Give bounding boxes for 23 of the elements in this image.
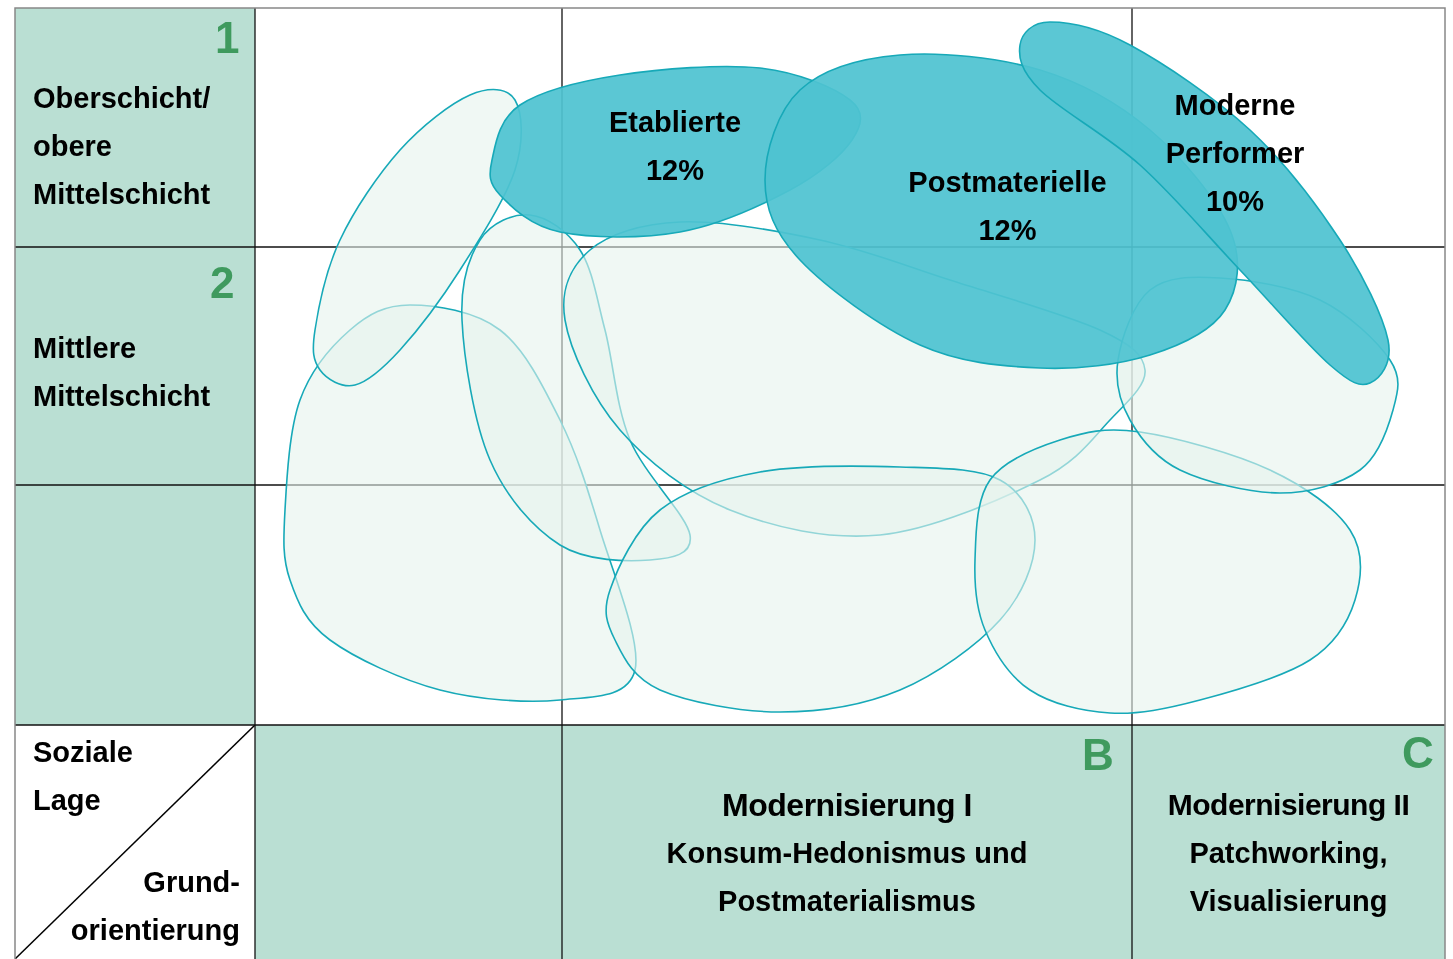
row-heading: Mittlere Mittelschicht [33, 331, 212, 414]
percentage: 10% [1204, 184, 1265, 219]
background-letter: 2 [210, 261, 235, 305]
axis-title: Grund- orientierung [69, 865, 240, 948]
milieu-name: Postmaterielle [907, 165, 1108, 200]
row-heading: Oberschicht/ obere Mittelschicht [33, 81, 212, 212]
background-letter: C [1402, 731, 1434, 775]
background-letter: 1 [215, 16, 240, 60]
row-header-cell [15, 485, 255, 725]
percentage: 12% [977, 213, 1038, 248]
percentage: 12% [644, 153, 705, 188]
column-header-cell [1132, 725, 1445, 959]
row-header-cell [15, 247, 255, 485]
background-letter: B [1082, 733, 1114, 777]
column-header-cell [562, 725, 1132, 959]
column-heading: Modernisierung I [721, 786, 973, 825]
column-subheading: Patchworking, Visualisierung [1188, 836, 1389, 919]
column-subheading: Konsum-Hedonismus und Postmaterialismus [665, 836, 1029, 919]
column-heading: Modernisierung II [1166, 787, 1411, 823]
axis-title: Soziale Lage [33, 735, 134, 818]
column-header-cell [255, 725, 562, 959]
row-header-cell [15, 8, 255, 247]
milieu-name: Etablierte [607, 105, 743, 140]
